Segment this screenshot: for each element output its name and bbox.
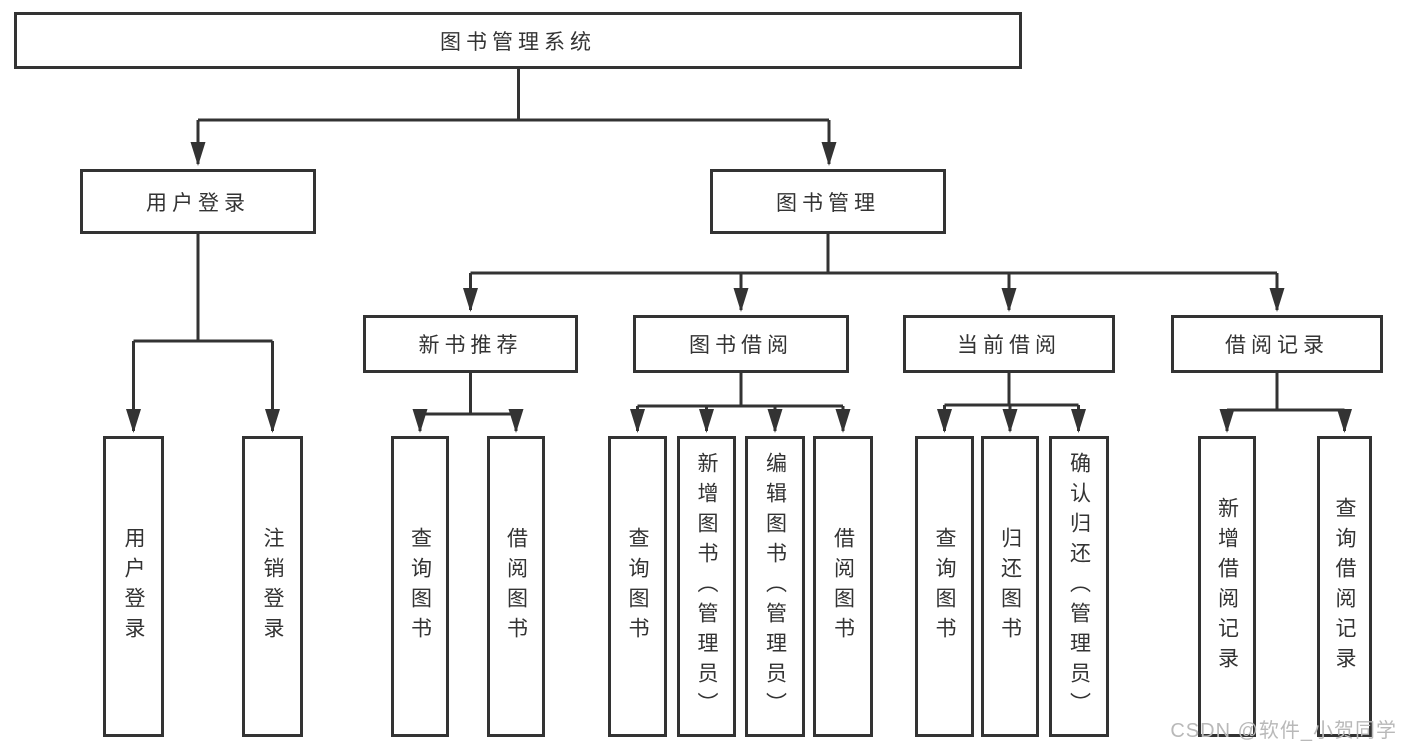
node-book-borrowing: 图书借阅 (633, 315, 849, 373)
node-new-book-recommend: 新书推荐 (363, 315, 578, 373)
leaf-add-books-admin: 新增图书（管理员） (677, 436, 736, 737)
leaf-label-borrow-books-recommend: 借阅图书 (504, 526, 528, 647)
leaf-logout: 注销登录 (242, 436, 303, 737)
node-book-management: 图书管理 (710, 169, 946, 234)
leaf-add-borrow-record: 新增借阅记录 (1198, 436, 1256, 737)
leaf-query-books-recommend: 查询图书 (391, 436, 449, 737)
leaf-label-add-books-admin: 新增图书（管理员） (695, 451, 718, 722)
leaf-label-query-books-borrow: 查询图书 (626, 526, 649, 647)
leaf-label-query-books-recommend: 查询图书 (408, 526, 432, 647)
node-current-borrowing: 当前借阅 (903, 315, 1115, 373)
leaf-return-books: 归还图书 (981, 436, 1039, 737)
leaf-label-logout: 注销登录 (261, 526, 284, 647)
leaf-borrow-books-recommend: 借阅图书 (487, 436, 545, 737)
leaf-label-user-login: 用户登录 (122, 526, 145, 647)
leaf-user-login: 用户登录 (103, 436, 164, 737)
leaf-query-borrow-record: 查询借阅记录 (1317, 436, 1372, 737)
node-label-user-login: 用户登录 (146, 191, 250, 215)
node-borrowing-records: 借阅记录 (1171, 315, 1383, 373)
leaf-label-query-books-current: 查询图书 (933, 526, 956, 647)
node-label-root: 图书管理系统 (440, 30, 596, 54)
node-label-borrowing-records: 借阅记录 (1225, 334, 1329, 357)
leaf-label-query-borrow-record: 查询借阅记录 (1333, 496, 1356, 677)
node-label-book-borrowing: 图书借阅 (689, 334, 793, 357)
leaf-label-borrow-books: 借阅图书 (831, 526, 855, 647)
leaf-label-add-borrow-record: 新增借阅记录 (1215, 496, 1239, 677)
node-label-book-management: 图书管理 (776, 191, 880, 215)
leaf-label-confirm-return-admin: 确认归还（管理员） (1067, 451, 1091, 722)
leaf-label-edit-books-admin: 编辑图书（管理员） (763, 451, 787, 722)
leaf-query-books-borrow: 查询图书 (608, 436, 667, 737)
leaf-confirm-return-admin: 确认归还（管理员） (1049, 436, 1109, 737)
node-library-management-system: 图书管理系统 (14, 12, 1022, 69)
csdn-watermark: CSDN @软件_小贺同学 (1170, 720, 1397, 742)
node-label-new-book-recommend: 新书推荐 (418, 334, 523, 357)
node-label-current-borrowing: 当前借阅 (957, 334, 1061, 357)
leaf-query-books-current: 查询图书 (915, 436, 974, 737)
node-user-login: 用户登录 (80, 169, 316, 234)
leaf-label-return-books: 归还图书 (998, 526, 1022, 647)
leaf-edit-books-admin: 编辑图书（管理员） (745, 436, 805, 737)
leaf-borrow-books: 借阅图书 (813, 436, 873, 737)
